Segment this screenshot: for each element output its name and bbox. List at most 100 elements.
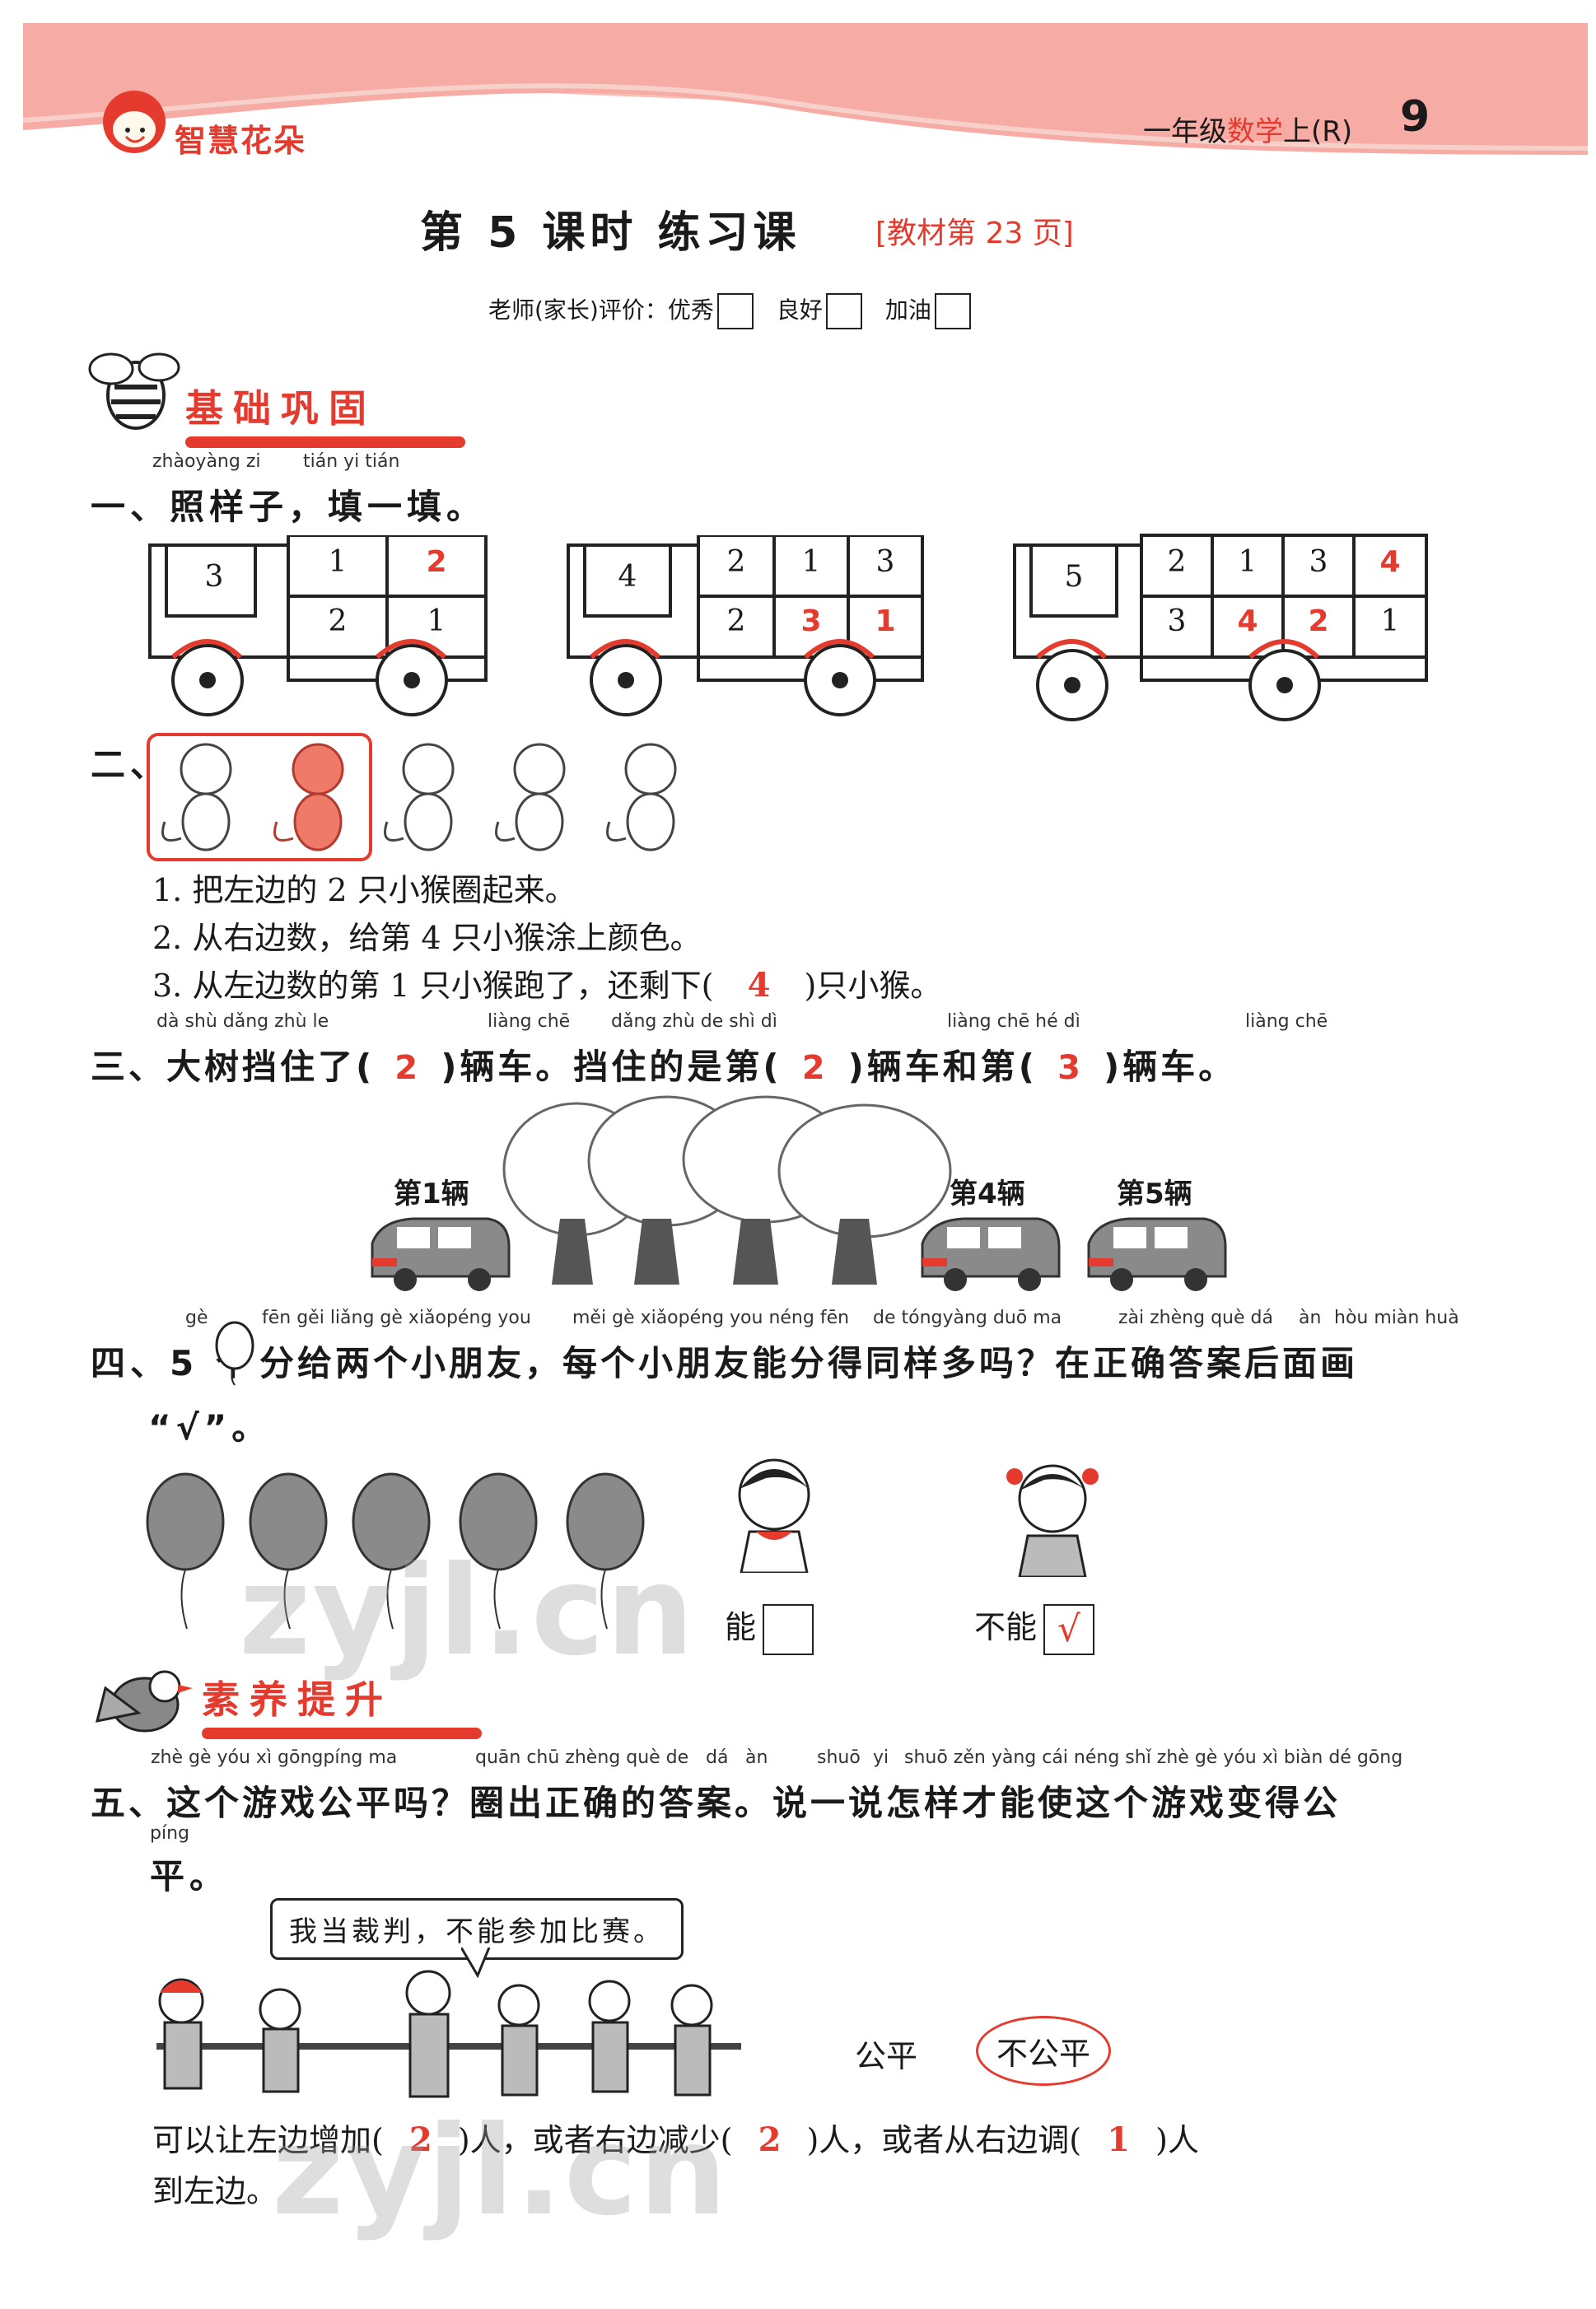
monkey-colored-icon	[273, 743, 344, 851]
truck2-bottom-2: 3	[800, 604, 822, 638]
eval-excellent-box[interactable]	[716, 293, 754, 329]
speech-text: 我当裁判，不能参加比赛。	[289, 1915, 665, 1948]
truck3-bottom-1: 3	[1167, 604, 1187, 638]
q5-pinyin-4: àn	[745, 1747, 768, 1768]
truck3-bottom-2: 4	[1237, 604, 1258, 638]
truck2-bottom-1: 2	[726, 604, 746, 638]
q5-question-b: 平。	[150, 1856, 230, 1896]
q5-option-unfair[interactable]: 不公平	[976, 2016, 1112, 2086]
watermark-2: zyjl.cn	[272, 2100, 729, 2243]
q5-pinyin-3: dá	[706, 1747, 729, 1768]
q5-pinyin-2: quān chū zhèng què de	[475, 1747, 689, 1768]
q2-item-2: 2. 从右边数，给第 4 只小猴涂上颜色。	[152, 920, 702, 956]
q4-pinyin-3: měi gè xiǎopéng you néng fēn	[572, 1308, 850, 1328]
q4-pinyin-6: àn	[1299, 1308, 1322, 1328]
q5-pinyin-8: píng	[150, 1823, 189, 1844]
q4-option-no: 不能√	[974, 1602, 1118, 1655]
brand-name: 智慧花朵	[175, 123, 307, 159]
truck3-top-1: 2	[1167, 545, 1187, 579]
q5-pinyin-6: yi	[873, 1747, 889, 1768]
header-curve	[22, 23, 1589, 166]
truck3-top-3: 3	[1309, 545, 1328, 579]
page-number: 9	[1400, 92, 1430, 142]
q3-pinyin-2: liàng chē	[488, 1011, 571, 1032]
q5-option-fair[interactable]: 公平	[855, 2038, 918, 2074]
q5-pinyin-5: shuō	[817, 1747, 861, 1768]
truck2-bottom-3: 1	[875, 604, 896, 638]
tree-group-icon	[502, 1095, 964, 1296]
monkey-row	[156, 739, 716, 858]
q4-question-b: 分给两个小朋友，每个小朋友能分得同样多吗？在正确答案后面画	[259, 1343, 1359, 1383]
truck1-bottom-1: 2	[328, 604, 348, 638]
q2-label: 二、	[91, 744, 170, 785]
girl-1-icon	[738, 1458, 810, 1573]
q4-pinyin-2: fēn gěi liǎng gè xiǎopéng you	[262, 1308, 531, 1328]
speech-tail-icon	[461, 1947, 491, 1979]
grade-label: 一年级数学上(R)	[1143, 115, 1353, 148]
q3-pinyin-4: liàng chē hé dì	[947, 1011, 1080, 1032]
truck1-top-1: 1	[328, 545, 348, 579]
q3-question: 三、大树挡住了(2)辆车。挡住的是第(2)辆车和第(3)辆车。	[91, 1047, 1237, 1087]
balloons-icon	[146, 1472, 645, 1630]
q4-no-box[interactable]: √	[1043, 1603, 1095, 1655]
q4-pinyin-4: de tóngyàng duō ma	[873, 1308, 1062, 1328]
q5-question-a: 五、这个游戏公平吗？圈出正确的答案。说一说怎样才能使这个游戏变得公	[91, 1783, 1342, 1823]
q5-fill-end: 到左边。	[152, 2173, 278, 2209]
truck3-bottom-3: 2	[1308, 604, 1329, 638]
q2-item-3: 3. 从左边数的第 1 只小猴跑了，还剩下(4)只小猴。	[152, 966, 942, 1005]
q2-item-1: 1. 把左边的 2 只小猴圈起来。	[152, 872, 576, 908]
truck1-bottom-2: 1	[427, 604, 446, 638]
truck2-top-1: 2	[726, 545, 746, 579]
page-title: 第 5 课时 练习课	[420, 208, 801, 258]
section-advanced-banner: 素养提升	[202, 1670, 482, 1739]
q5-pinyin-7: shuō zěn yàng cái néng shǐ zhè gè yóu xì…	[904, 1747, 1403, 1768]
section-advanced-title: 素养提升	[202, 1677, 393, 1722]
evaluation-row: 老师(家长)评价：优秀良好加油	[488, 292, 994, 329]
q5-answer-2[interactable]: 2	[758, 2120, 782, 2159]
truck-1: 3 1 2 2 1	[148, 534, 494, 736]
textbook-reference: [教材第 23 页]	[875, 217, 1074, 250]
q5-answer-1[interactable]: 2	[408, 2120, 432, 2159]
q4-yes-box[interactable]	[763, 1603, 814, 1655]
q3-answer-2[interactable]: 2	[801, 1049, 828, 1087]
q4-pinyin-7: hòu miàn huà	[1334, 1308, 1459, 1328]
truck3-cab-number: 5	[1064, 560, 1084, 594]
q1-question: 一、照样子，填一填。	[91, 487, 487, 527]
q5-fill-line: 可以让左边增加(2)人，或者右边减少(2)人，或者从右边调(1)人	[152, 2120, 1199, 2159]
eval-good-box[interactable]	[825, 293, 862, 329]
eval-try-box[interactable]	[934, 293, 971, 329]
truck-2: 4 2 1 3 2 3 1	[567, 534, 929, 736]
truck-3: 5 2 1 3 4 3 4 2 1	[1013, 524, 1433, 738]
q2-answer[interactable]: 4	[747, 966, 771, 1005]
logo-smile-icon	[124, 128, 146, 143]
q4-pinyin-1: gè	[185, 1308, 208, 1328]
truck1-top-2: 2	[426, 545, 447, 579]
truck3-top-4: 4	[1379, 545, 1401, 579]
car-label-4: 第4辆	[950, 1178, 1025, 1210]
section-basic-title: 基础巩固	[185, 386, 376, 431]
truck3-bottom-4: 1	[1380, 604, 1400, 638]
bee-icon	[88, 352, 180, 430]
q3-pinyin-1: dà shù dǎng zhù le	[156, 1011, 329, 1032]
q1-pinyin-1: zhàoyàng zi	[152, 451, 261, 472]
q4-question-c: “√”。	[148, 1407, 272, 1448]
car-1-icon	[371, 1217, 511, 1291]
girl-2-icon	[1006, 1464, 1099, 1577]
section-basic-banner: 基础巩固	[185, 379, 465, 448]
monkey-icon	[161, 743, 232, 851]
truck2-top-2: 1	[801, 545, 821, 579]
q3-answer-1[interactable]: 2	[394, 1049, 422, 1087]
watermark: zyjl.cn	[239, 1540, 696, 1683]
bird-icon	[95, 1670, 193, 1733]
car-label-1: 第1辆	[394, 1178, 469, 1210]
q3-pinyin-3: dǎng zhù de shì dì	[611, 1011, 777, 1032]
balloon-inline-icon	[215, 1321, 254, 1386]
car-5-icon	[1087, 1217, 1227, 1291]
q1-pinyin-2: tián yi tián	[303, 451, 400, 472]
q5-answer-3[interactable]: 1	[1107, 2120, 1131, 2159]
car-4-icon	[921, 1217, 1061, 1291]
q3-answer-3[interactable]: 3	[1057, 1049, 1084, 1087]
q3-pinyin-5: liàng chē	[1245, 1011, 1328, 1032]
truck1-cab-number: 3	[204, 560, 224, 594]
q4-pinyin-5: zài zhèng què dá	[1118, 1308, 1273, 1328]
